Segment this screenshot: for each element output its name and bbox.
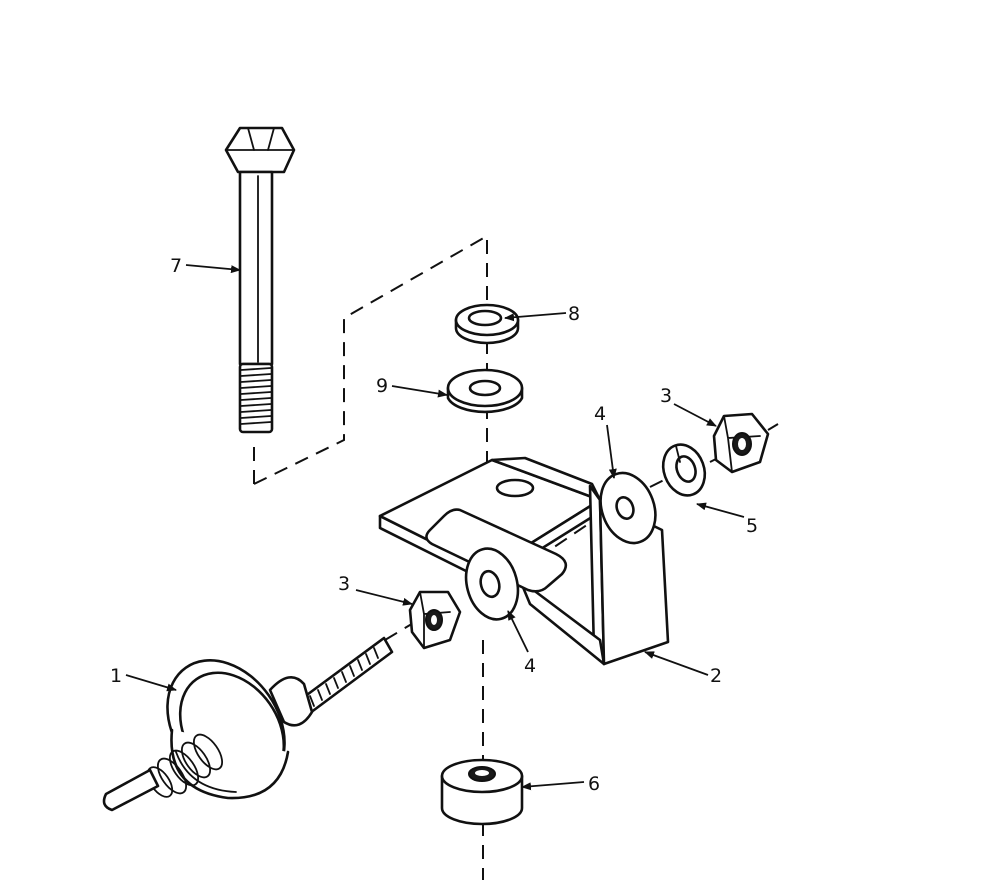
- callout-4-right: 4: [594, 403, 606, 425]
- callout-2: 2: [710, 665, 722, 687]
- callout-1: 1: [110, 665, 122, 687]
- callout-9: 9: [376, 375, 388, 397]
- callout-labels: 7 8 9 3 4 5 3 4 2 1 6: [110, 255, 758, 795]
- callout-8: 8: [568, 303, 580, 325]
- split-lock-washer: [661, 443, 707, 497]
- callout-3-right: 3: [660, 385, 672, 407]
- callout-4-front: 4: [524, 655, 536, 677]
- assembly-centerlines: [253, 234, 779, 880]
- lock-washer-top: [454, 303, 520, 345]
- callout-5: 5: [746, 515, 758, 537]
- hex-nut-left: [408, 590, 462, 650]
- flat-washer: [446, 368, 524, 414]
- isolator-mount: [102, 636, 394, 812]
- callout-3-left: 3: [338, 573, 350, 595]
- callout-7: 7: [170, 255, 182, 277]
- hex-bolt: [224, 126, 296, 434]
- leader-lines: [125, 264, 745, 791]
- callout-6: 6: [588, 773, 600, 795]
- flat-washer-front: [464, 547, 520, 621]
- hex-nut-right: [712, 412, 770, 474]
- spacer-nut: [440, 758, 524, 826]
